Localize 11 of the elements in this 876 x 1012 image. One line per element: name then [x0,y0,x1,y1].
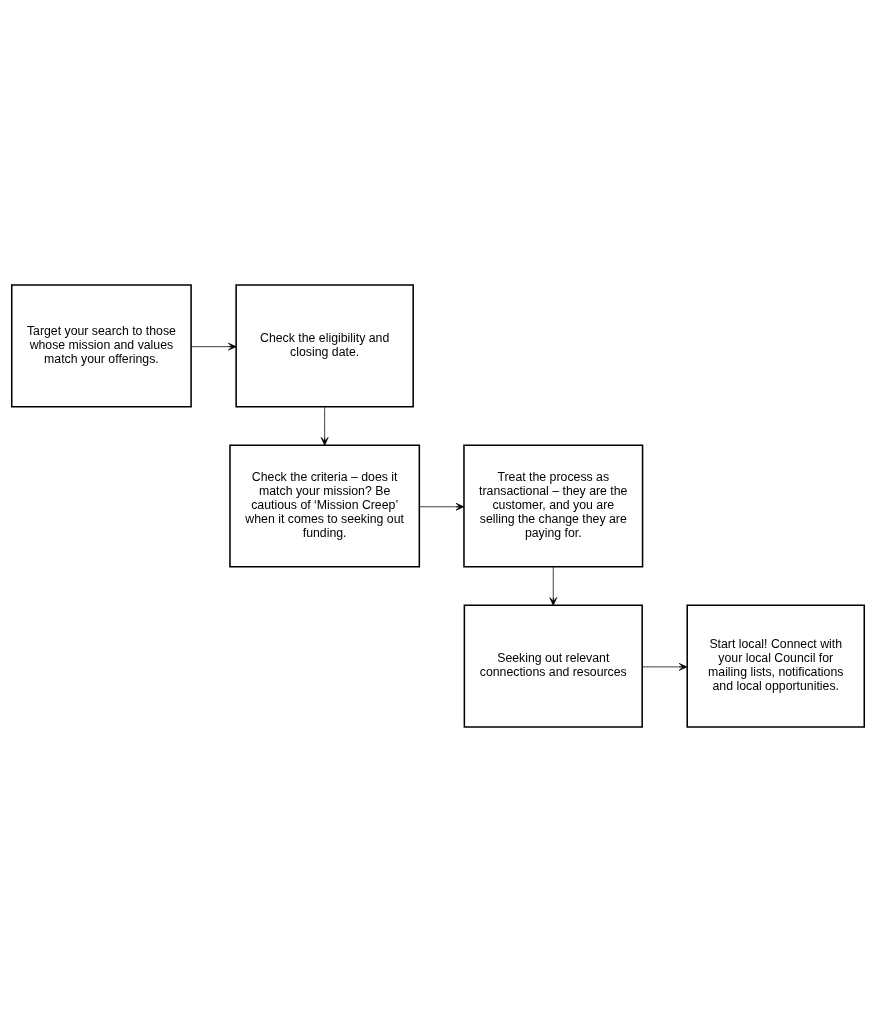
arrow [642,663,688,671]
node-box: Seeking out relevant connections and resources [463,604,643,728]
node-box: Start local! Connect with your local Council for mailing lists, notifications and local opportunities. [686,604,865,728]
arrow [190,342,237,351]
node-box: Treat the process as transactional – they are the customer, and you are selling the change they are paying for. [463,444,644,568]
arrow [320,406,329,446]
node-box: Check the criteria – does it match your mission? Be cautious of ‘Mission Creep’ when it comes to seeking out funding. [229,444,421,568]
arrow [419,502,465,511]
arrow [549,566,558,606]
node-box: Check the eligibility and closing date. [235,284,414,408]
node-box: Target your search to those whose mission and values match your offerings. [11,284,192,408]
